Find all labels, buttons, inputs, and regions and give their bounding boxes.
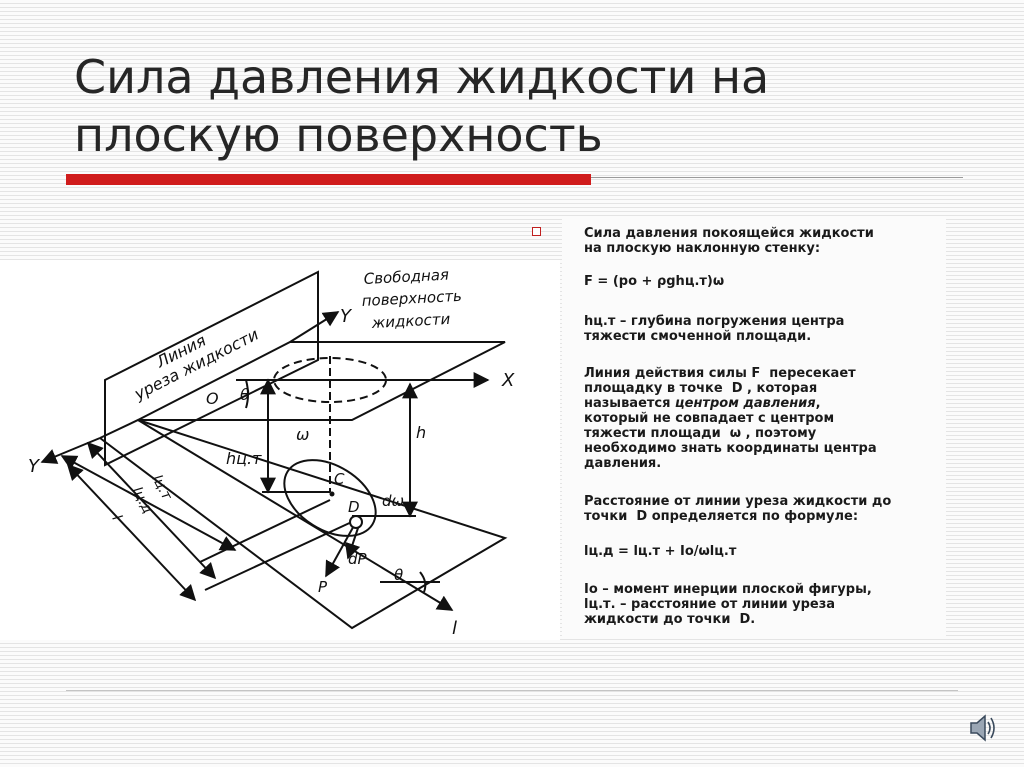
para-cop-line-2: площадку в точке D , которая (584, 381, 818, 396)
label-l-ct: lц.т (148, 472, 175, 503)
label-y-top: Y (340, 306, 353, 327)
label-y-left: Y (28, 456, 41, 477)
para-moment-line-2: lц.т. – расстояние от линии уреза (584, 597, 836, 612)
para-distance-formula-intro: Расстояние от линии уреза жидкости до то… (584, 494, 891, 524)
label-p: P (318, 578, 328, 596)
label-d: D (348, 498, 360, 516)
formula-force: F = (po + ρghц.т)ω (584, 274, 725, 289)
free-surface-label-3: жидкости (370, 310, 451, 332)
para-force-intro: Сила давления покоящейся жидкости на пло… (584, 226, 874, 256)
label-d-omega: dω (382, 492, 404, 510)
speaker-icon-svg (970, 714, 995, 742)
text-panel: Сила давления покоящейся жидкости на пло… (532, 218, 946, 638)
para-moment-definition: Io – момент инерции плоской фигуры, lц.т… (584, 582, 872, 627)
point-d-marker (349, 515, 363, 529)
para-force-intro-line-1: Сила давления покоящейся жидкости (584, 226, 874, 241)
para-distance-line-2: точки D определяется по формуле: (584, 509, 859, 524)
title-line-2: плоскую поверхность (74, 108, 603, 162)
label-theta-top: θ (240, 385, 250, 404)
para-hct-line-2: тяжести смоченной площади. (584, 329, 812, 344)
para-hct-line-1: hц.т – глубина погружения центра (584, 314, 845, 329)
footer-divider-line (66, 690, 958, 691)
l-dimension (66, 463, 197, 602)
formula-depth: lц.д = lц.т + Io/ωlц.т (584, 544, 737, 559)
force-p-arrow (325, 521, 357, 578)
para-cop-line-6: необходимо знать координаты центра (584, 441, 877, 456)
slide-title: Сила давления жидкости на плоскую поверх… (74, 48, 954, 164)
vertical-wall-plane (104, 270, 319, 467)
free-surface-label-2: поверхность (361, 287, 462, 310)
center-of-pressure-term: центром давления (675, 396, 816, 411)
para-force-intro-line-2: на плоскую наклонную стенку: (584, 241, 821, 256)
label-l-axis: l (452, 618, 457, 639)
label-x-axis: X (501, 370, 515, 391)
para-moment-line-3: жидкости до точки D. (584, 612, 756, 627)
title-accent-bar (66, 174, 591, 185)
para-distance-line-1: Расстояние от линии уреза жидкости до (584, 494, 892, 509)
theta-top-arc (245, 379, 249, 409)
point-c-marker (329, 491, 335, 497)
para-cop-line-5: тяжести площади ω , поэтому (584, 426, 817, 441)
label-h: h (416, 423, 426, 442)
y-left-axis-line (40, 437, 101, 464)
label-origin: O (206, 389, 219, 408)
diagram-svg: Свободная поверхность жидкости Линия уре… (28, 266, 515, 639)
para-cop-line-1: Линия действия силы F пересекает (584, 366, 856, 381)
free-surface-plane (137, 341, 506, 421)
label-c: C (334, 470, 345, 488)
para-cop-line-4: который не совпадает с центром (584, 411, 835, 426)
para-hct-definition: hц.т – глубина погружения центра тяжести… (584, 314, 844, 344)
pressure-diagram: Свободная поверхность жидкости Линия уре… (0, 260, 560, 640)
label-theta-bottom: θ (394, 566, 403, 584)
para-center-of-pressure: Линия действия силы F пересекает площадк… (584, 366, 877, 471)
bullet-square-icon (532, 227, 541, 236)
label-dp: dP (348, 550, 368, 568)
title-line-1: Сила давления жидкости на (74, 50, 770, 104)
title-divider-line (591, 177, 963, 178)
para-cop-line-3-post: , (815, 396, 821, 411)
free-surface-label-1: Свободная (363, 266, 449, 288)
y-top-axis-line (289, 311, 340, 343)
para-cop-line-7: давления. (584, 456, 662, 471)
para-moment-line-1: Io – момент инерции плоской фигуры, (584, 582, 872, 597)
label-h-ct: hц.т (226, 449, 262, 468)
lead-line-c (199, 499, 331, 563)
label-omega: ω (296, 425, 309, 444)
lead-line-d (204, 519, 357, 591)
speaker-icon[interactable] (968, 711, 998, 745)
label-l: l (108, 512, 124, 523)
inclined-wall-plane (99, 418, 508, 630)
para-cop-line-3-pre: называется (584, 396, 675, 411)
